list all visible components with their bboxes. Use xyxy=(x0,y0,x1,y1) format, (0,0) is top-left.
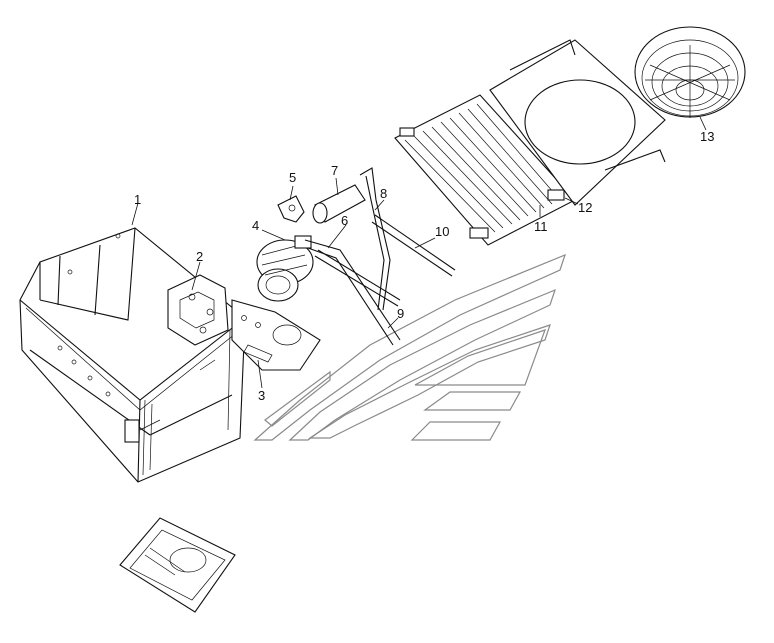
callout-1: 1 xyxy=(134,192,141,207)
callout-5: 5 xyxy=(289,170,296,185)
callout-3: 3 xyxy=(258,388,265,403)
callout-9: 9 xyxy=(397,306,404,321)
frame-box-part xyxy=(19,227,246,483)
callout-12: 12 xyxy=(578,200,592,215)
callout-2: 2 xyxy=(196,249,203,264)
callout-13: 13 xyxy=(700,129,714,144)
thumbnail-inset xyxy=(119,517,236,613)
mounting-plate-part xyxy=(231,299,321,371)
receiver-drier-part xyxy=(312,184,366,224)
bracket-part xyxy=(167,274,229,346)
callout-8: 8 xyxy=(380,186,387,201)
callout-10: 10 xyxy=(435,224,449,239)
callout-labels: 1 2 3 4 5 6 7 8 9 10 11 12 13 xyxy=(134,129,714,403)
callout-11: 11 xyxy=(534,219,548,234)
callout-7: 7 xyxy=(331,163,338,178)
leader-lines xyxy=(131,116,707,389)
callout-6: 6 xyxy=(341,213,348,228)
callout-4: 4 xyxy=(252,218,259,233)
shroud-plate-part xyxy=(489,39,666,206)
compressor-part xyxy=(256,235,314,302)
fan-part xyxy=(634,26,746,118)
pipes-part xyxy=(304,167,456,346)
clamp-part xyxy=(277,195,305,223)
watermark-graphic xyxy=(253,253,566,441)
